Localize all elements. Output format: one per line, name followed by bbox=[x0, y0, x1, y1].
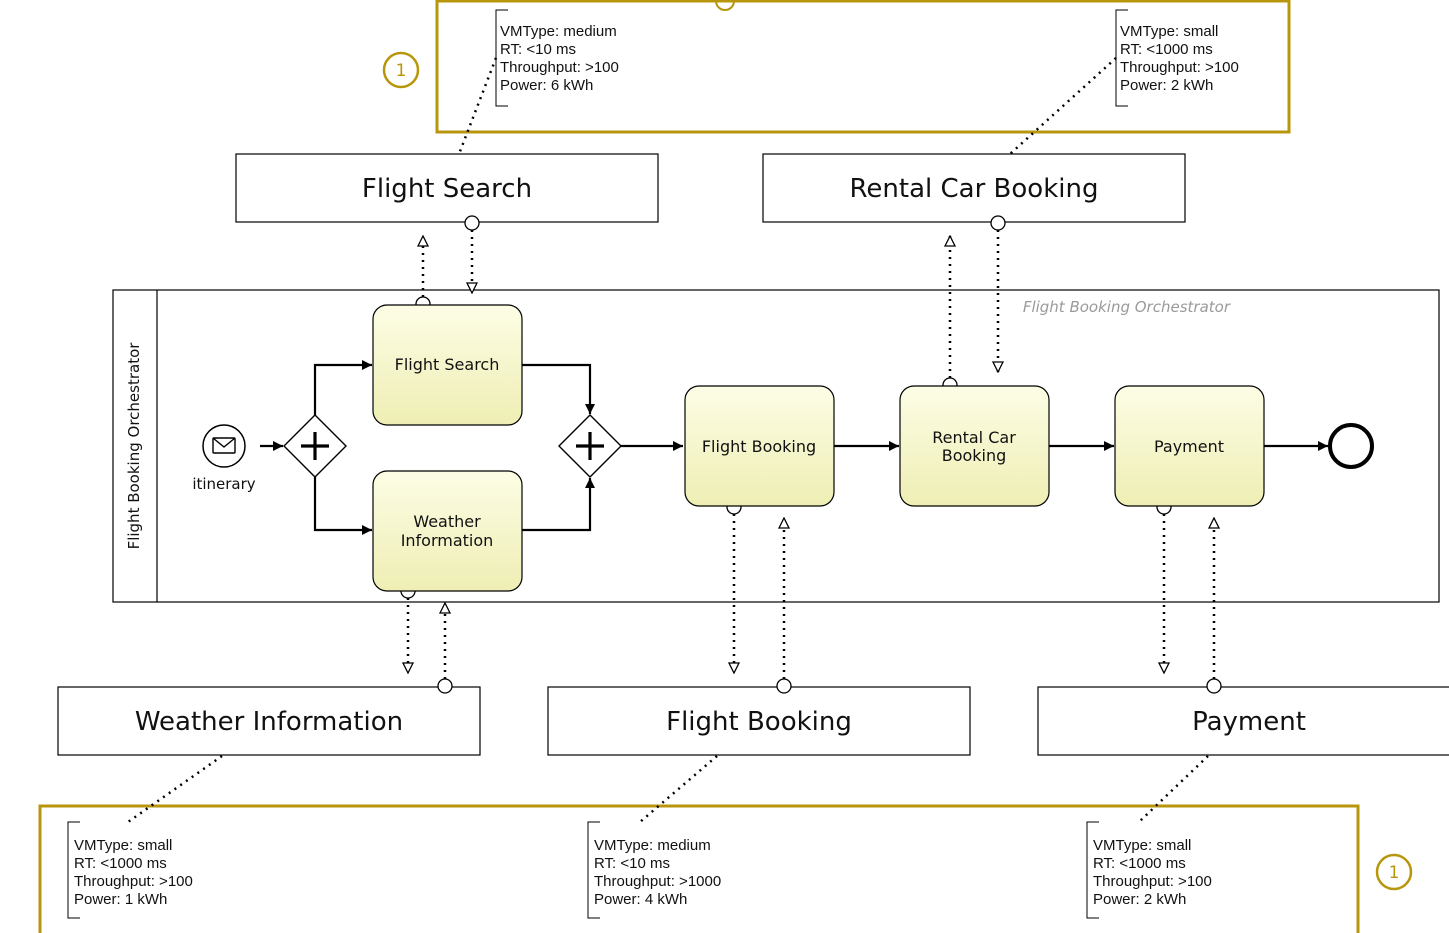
annotation-rental-car: VMType: small RT: <1000 ms Throughput: >… bbox=[1120, 23, 1239, 94]
service-label: Rental Car Booking bbox=[850, 174, 1099, 204]
annotation-associations bbox=[127, 57, 1209, 824]
service-weather-information[interactable]: Weather Information bbox=[57, 686, 481, 756]
annotation-line: Power: 1 kWh bbox=[74, 891, 167, 908]
annotation-bracket-payment bbox=[1086, 821, 1099, 919]
task-label-line: Rental Car bbox=[932, 428, 1016, 447]
highlight-marker-top: 1 bbox=[382, 51, 420, 89]
parallel-join-gateway[interactable] bbox=[558, 414, 622, 478]
task-rental-car-booking[interactable]: Rental Car Booking bbox=[899, 385, 1050, 507]
annotation-bracket-flight-booking bbox=[587, 821, 600, 919]
highlight-marker-bottom: 1 bbox=[1375, 853, 1413, 891]
marker-number-top: 1 bbox=[396, 61, 407, 81]
annotation-line: VMType: small bbox=[1093, 837, 1191, 854]
annotation-line: Throughput: >100 bbox=[1120, 59, 1239, 76]
service-flight-booking[interactable]: Flight Booking bbox=[547, 686, 971, 756]
annotation-line: Throughput: >100 bbox=[1093, 873, 1212, 890]
service-label: Flight Search bbox=[362, 174, 532, 204]
annotation-flight-search: VMType: medium RT: <10 ms Throughput: >1… bbox=[500, 23, 619, 94]
marker-fragment-top bbox=[715, 0, 735, 11]
pool-lane-label: Flight Booking Orchestrator bbox=[125, 342, 143, 550]
annotation-line: VMType: small bbox=[74, 837, 172, 854]
annotation-flight-booking: VMType: medium RT: <10 ms Throughput: >1… bbox=[594, 837, 721, 908]
envelope-icon bbox=[212, 437, 236, 454]
task-label-line: Booking bbox=[942, 446, 1007, 465]
annotation-highlight-bottom bbox=[38, 804, 1360, 933]
pool-title: Flight Booking Orchestrator bbox=[1023, 298, 1231, 316]
annotation-line: VMType: small bbox=[1120, 23, 1218, 40]
annotation-line: Throughput: >100 bbox=[74, 873, 193, 890]
annotation-line: Throughput: >100 bbox=[500, 59, 619, 76]
task-flight-search[interactable]: Flight Search bbox=[372, 304, 523, 426]
service-label: Flight Booking bbox=[666, 707, 852, 737]
task-label-line: Information bbox=[401, 531, 494, 550]
task-payment[interactable]: Payment bbox=[1114, 385, 1265, 507]
end-event[interactable] bbox=[1328, 423, 1374, 469]
service-rental-car-booking[interactable]: Rental Car Booking bbox=[762, 153, 1186, 223]
parallel-split-gateway[interactable] bbox=[283, 414, 347, 478]
service-label: Weather Information bbox=[135, 707, 403, 737]
task-weather-information[interactable]: Weather Information bbox=[372, 470, 523, 592]
service-payment[interactable]: Payment bbox=[1037, 686, 1449, 756]
annotation-bracket-weather bbox=[67, 821, 80, 919]
annotation-line: Power: 2 kWh bbox=[1120, 77, 1213, 94]
task-label: Payment bbox=[1154, 437, 1224, 456]
annotation-line: RT: <10 ms bbox=[500, 41, 576, 58]
start-event-label: itinerary bbox=[192, 475, 255, 493]
annotation-line: Power: 2 kWh bbox=[1093, 891, 1186, 908]
plus-icon bbox=[301, 432, 329, 460]
sequence-flows bbox=[260, 360, 1328, 535]
task-label: Flight Booking bbox=[702, 437, 816, 456]
message-flows bbox=[408, 230, 1214, 679]
annotation-weather-information: VMType: small RT: <1000 ms Throughput: >… bbox=[74, 837, 193, 908]
task-label: Flight Search bbox=[395, 355, 500, 374]
service-label: Payment bbox=[1192, 707, 1306, 737]
annotation-line: VMType: medium bbox=[594, 837, 711, 854]
start-message-event[interactable]: itinerary bbox=[192, 424, 256, 493]
annotation-line: RT: <10 ms bbox=[594, 855, 670, 872]
annotation-line: Power: 4 kWh bbox=[594, 891, 687, 908]
annotation-line: Power: 6 kWh bbox=[500, 77, 593, 94]
task-flight-booking[interactable]: Flight Booking bbox=[684, 385, 835, 507]
plus-icon bbox=[576, 432, 604, 460]
service-flight-search[interactable]: Flight Search bbox=[235, 153, 659, 223]
annotation-highlight-top bbox=[435, 0, 1291, 134]
annotation-line: RT: <1000 ms bbox=[1093, 855, 1186, 872]
annotation-line: Throughput: >1000 bbox=[594, 873, 721, 890]
task-label-line: Weather bbox=[413, 512, 481, 531]
annotation-line: VMType: medium bbox=[500, 23, 617, 40]
annotation-payment: VMType: small RT: <1000 ms Throughput: >… bbox=[1093, 837, 1212, 908]
marker-number-bottom: 1 bbox=[1389, 863, 1400, 883]
annotation-line: RT: <1000 ms bbox=[1120, 41, 1213, 58]
annotation-line: RT: <1000 ms bbox=[74, 855, 167, 872]
